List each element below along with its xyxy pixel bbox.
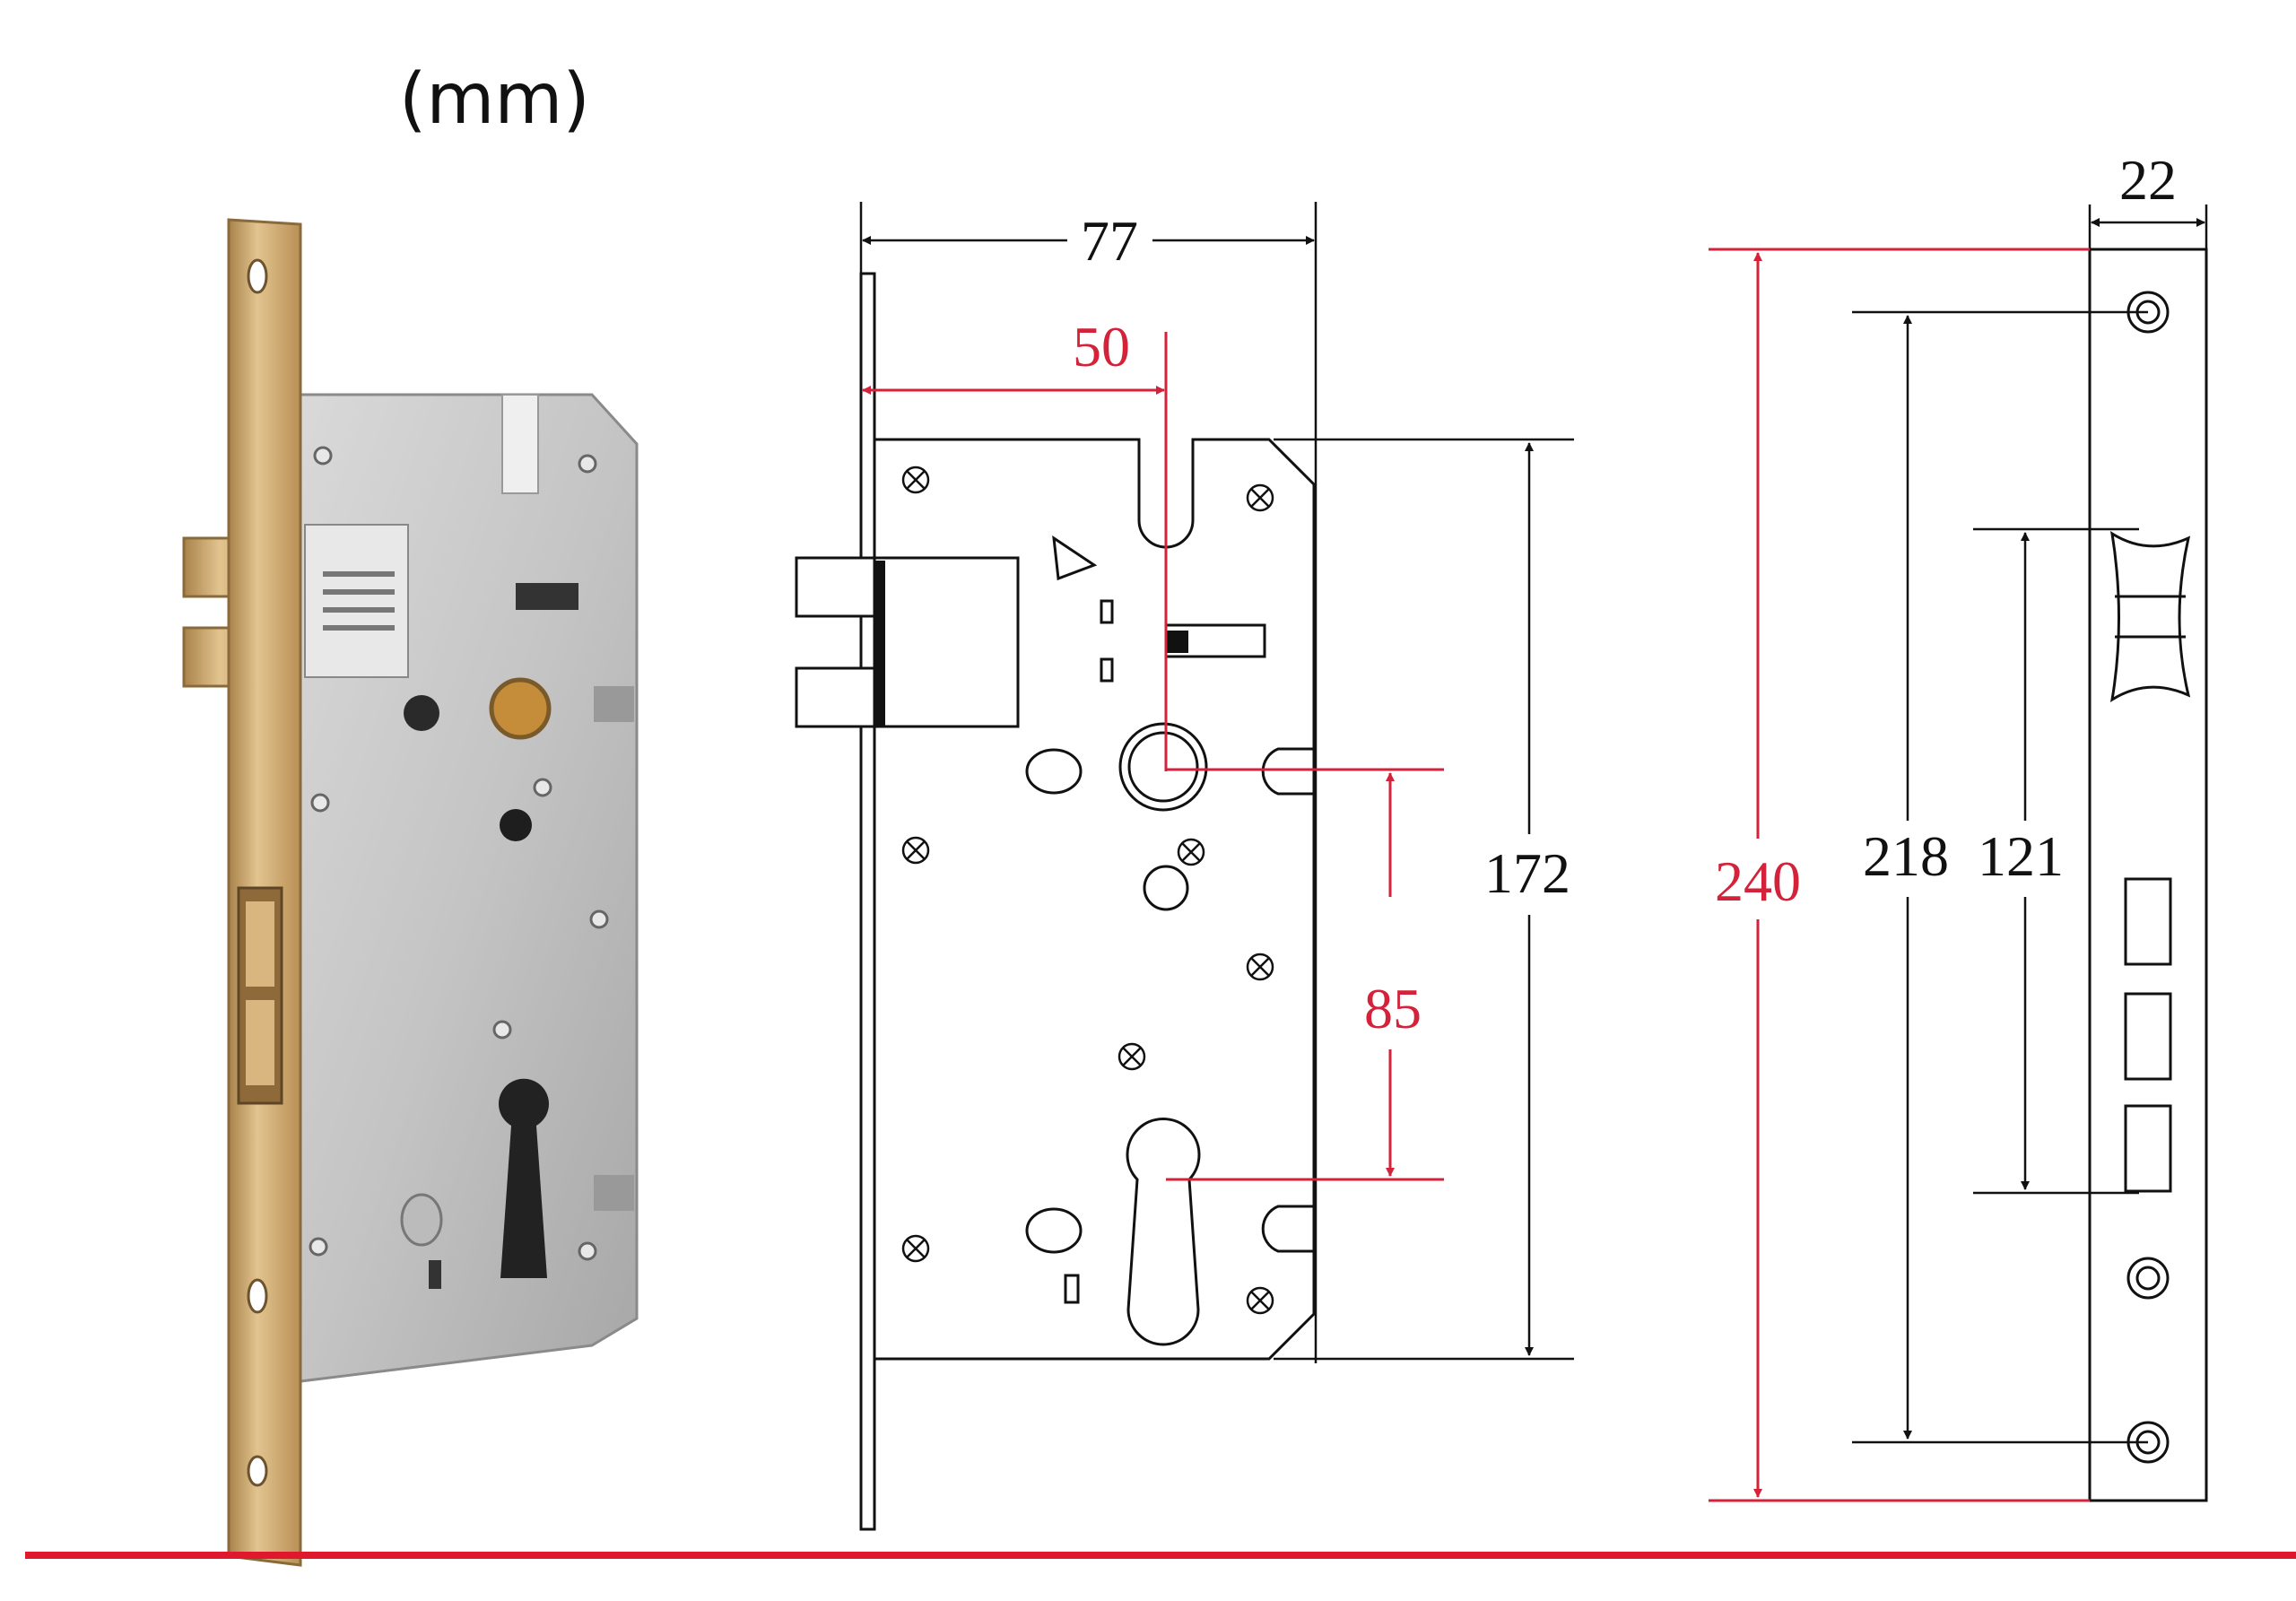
dimension-latch-bolt-121: 121 [1978, 824, 2064, 888]
dimension-center-85: 85 [1364, 977, 1422, 1040]
dimension-screw-spacing-218: 218 [1863, 824, 1949, 888]
dimension-width-77: 77 [1081, 209, 1138, 273]
side-view-drawing [2088, 248, 2208, 1502]
dimension-faceplate-width-22: 22 [2119, 148, 2177, 212]
dimension-backset-50: 50 [1073, 315, 1130, 378]
front-view-drawing [795, 272, 1316, 1531]
front-faceplate [859, 272, 876, 1531]
front-dimensions [859, 202, 1574, 1363]
bottom-rule [25, 1552, 2296, 1559]
lock-photo [182, 218, 639, 1567]
dimension-height-172: 172 [1484, 841, 1570, 905]
unit-label: (mm) [399, 59, 590, 140]
front-case-outline [874, 438, 1316, 1361]
side-dimensions [1709, 204, 2208, 1502]
dimension-faceplate-length-240: 240 [1715, 849, 1801, 913]
side-faceplate [2088, 248, 2208, 1502]
